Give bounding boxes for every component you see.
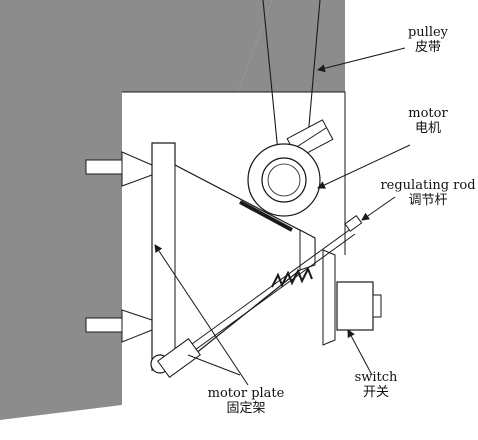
pulley-label-zh: 皮带 [414,40,441,55]
reg-rod-label: regulating rod 调节杆 [380,178,476,208]
switch-label-zh: 开关 [362,385,389,400]
motor-leader [317,144,411,189]
spring [271,266,313,288]
pulley-label: pulley 皮带 [398,25,458,55]
reg-rod-label-en: regulating rod [380,178,476,193]
motor-plate-leader-2 [187,354,241,376]
mounting-strip [239,200,293,232]
motor-plate-label-zh: 固定架 [226,401,266,416]
rod-base-block [157,338,201,378]
motor-pulley-inner [261,157,307,203]
regulating-rod-edge [165,233,356,372]
reg-rod-leader [361,196,396,221]
right-bracket [299,229,316,271]
motor-label: motor 电机 [398,106,458,136]
switch-button [372,294,382,318]
motor-plate-leader-1 [154,244,249,386]
motor-label-en: motor [408,106,448,121]
rod-end-cap [344,214,363,232]
inner-panel-outline [122,91,346,255]
motor-plate-label: motor plate 固定架 [196,386,296,416]
regulating-rod [162,227,353,366]
motor-label-zh: 电机 [414,121,441,136]
mount-wedge-lower [121,309,153,343]
pulley-label-en: pulley [407,25,449,40]
pulley-leader [317,47,406,73]
motor-housing-diagonal [294,127,327,149]
motor-plate-label-en: motor plate [207,386,285,401]
switch-mount [322,249,336,346]
reg-rod-label-zh: 调节杆 [408,193,448,208]
mount-peg-upper [85,159,123,175]
switch-body [336,281,374,331]
switch-label-en: switch [354,370,398,385]
switch-leader [347,329,373,376]
belt-left-strand [262,0,279,153]
mount-wedge-upper [121,151,153,187]
motor-pulley-hub [267,163,301,197]
switch-label: switch 开关 [340,370,412,400]
mount-peg-lower [85,317,123,333]
housing-wall [0,0,272,420]
